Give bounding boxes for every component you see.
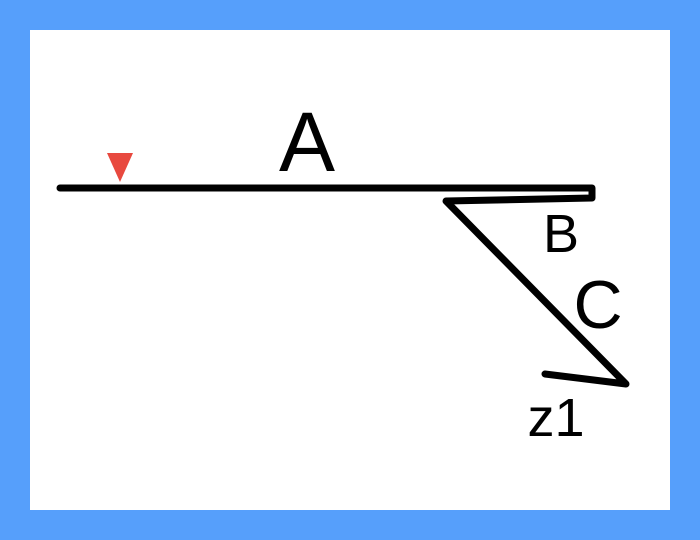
down-triangle-icon <box>107 153 133 182</box>
label-c: C <box>573 267 622 343</box>
label-a: A <box>279 95 335 189</box>
label-z1: z1 <box>527 388 584 448</box>
diagram-canvas <box>30 30 670 510</box>
beam-path <box>56 184 630 388</box>
label-b: B <box>543 204 579 264</box>
